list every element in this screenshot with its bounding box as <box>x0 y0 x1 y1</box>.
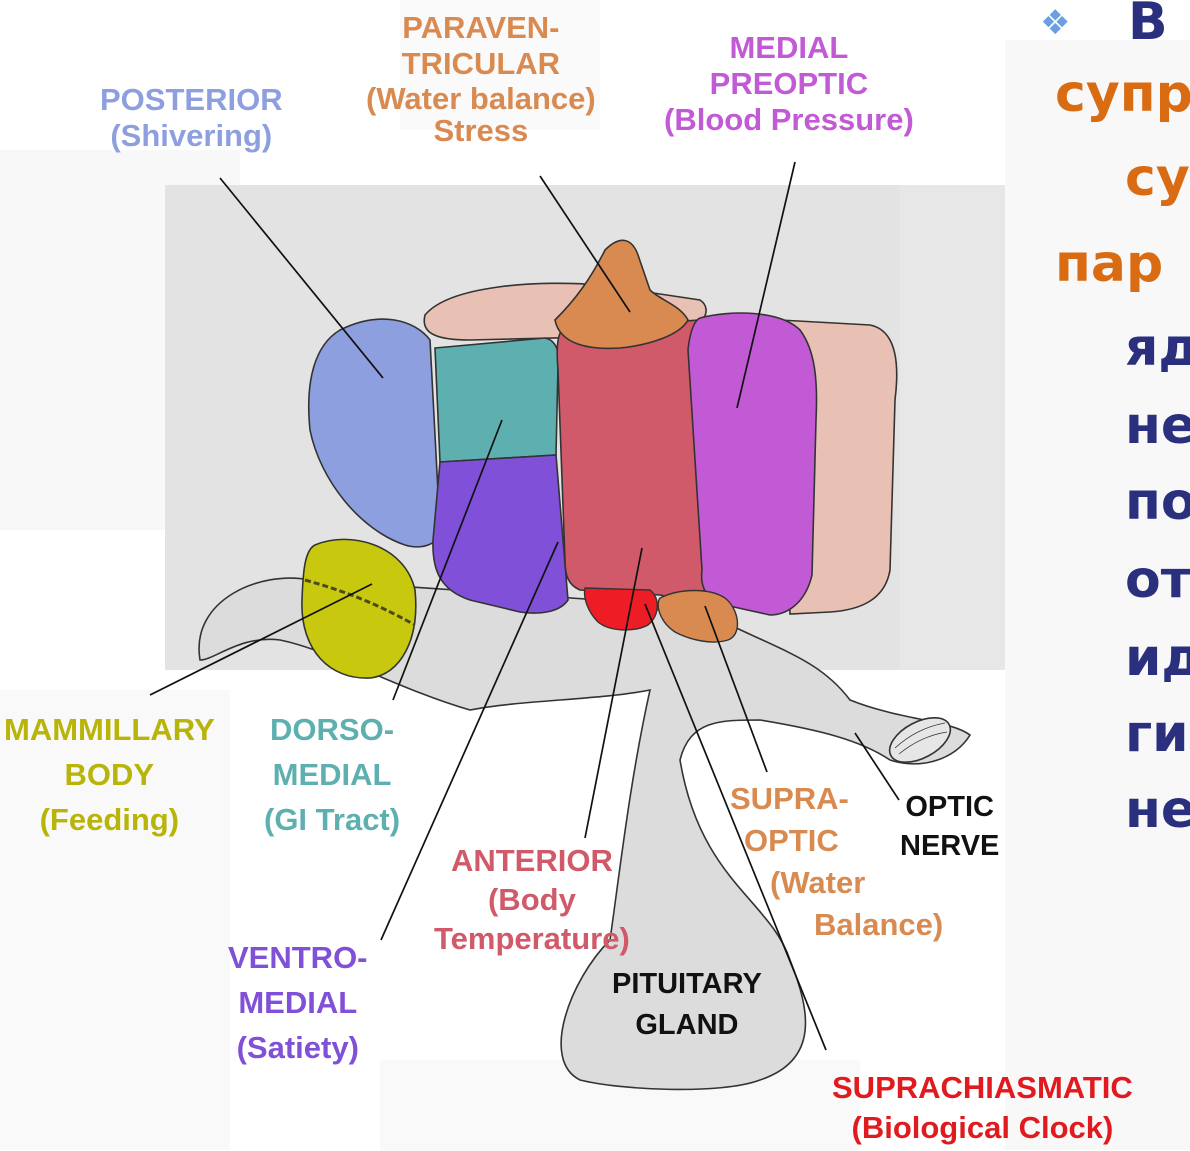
label-suprachiasmatic: SUPRACHIASMATIC (Biological Clock) <box>832 1068 1133 1149</box>
paraventricular-function: (Water balance) <box>366 81 596 117</box>
anterior-name: ANTERIOR <box>434 842 630 881</box>
dorsomedial-nucleus <box>435 338 558 462</box>
label-mammillary: MAMMILLARY BODY (Feeding) <box>4 708 215 843</box>
suprachiasmatic-function: (Biological Clock) <box>832 1108 1133 1148</box>
label-pituitary: PITUITARY GLAND <box>612 964 762 1045</box>
ventromedial-line2: MEDIAL <box>228 981 368 1026</box>
mammillary-line1: MAMMILLARY <box>4 708 215 753</box>
medial-preoptic-line2: PREOPTIC <box>664 66 914 102</box>
ventromedial-line1: VENTRO- <box>228 936 368 981</box>
mammillary-line2: BODY <box>4 753 215 798</box>
supraoptic-line4: Balance) <box>814 904 943 946</box>
paraventricular-extra: Stress <box>366 113 596 149</box>
pituitary-line2: GLAND <box>612 1005 762 1046</box>
paraventricular-line1: PARAVEN- <box>366 10 596 46</box>
anterior-line3: Temperature) <box>434 920 630 959</box>
supraoptic-line3: (Water <box>770 862 943 904</box>
label-dorsomedial: DORSO- MEDIAL (GI Tract) <box>264 708 400 843</box>
dorsomedial-line2: MEDIAL <box>264 753 400 798</box>
medial-preoptic-function: (Blood Pressure) <box>664 102 914 138</box>
pituitary-line1: PITUITARY <box>612 964 762 1005</box>
label-posterior: POSTERIOR (Shivering) <box>100 82 283 154</box>
grey-backdrop-notch <box>900 185 1005 670</box>
label-optic-nerve: OPTIC NERVE <box>900 788 999 866</box>
medial-preoptic-nucleus <box>688 313 817 615</box>
posterior-name: POSTERIOR <box>100 82 283 118</box>
anterior-line2: (Body <box>434 881 630 920</box>
paraventricular-line2: TRICULAR <box>366 46 596 82</box>
label-paraventricular: PARAVEN- TRICULAR (Water balance) Stress <box>366 10 596 149</box>
ventromedial-nucleus <box>433 455 568 613</box>
posterior-function: (Shivering) <box>100 118 283 154</box>
mammillary-function: (Feeding) <box>4 798 215 843</box>
dorsomedial-line1: DORSO- <box>264 708 400 753</box>
optic-nerve-line2: NERVE <box>900 827 999 866</box>
label-ventromedial: VENTRO- MEDIAL (Satiety) <box>228 936 368 1071</box>
dorsomedial-function: (GI Tract) <box>264 798 400 843</box>
suprachiasmatic-name: SUPRACHIASMATIC <box>832 1068 1133 1108</box>
optic-nerve-line1: OPTIC <box>900 788 999 827</box>
ventromedial-function: (Satiety) <box>228 1026 368 1071</box>
medial-preoptic-line1: MEDIAL <box>664 30 914 66</box>
label-medial-preoptic: MEDIAL PREOPTIC (Blood Pressure) <box>664 30 914 138</box>
mammillary-nucleus <box>302 539 416 678</box>
label-anterior: ANTERIOR (Body Temperature) <box>434 842 630 958</box>
